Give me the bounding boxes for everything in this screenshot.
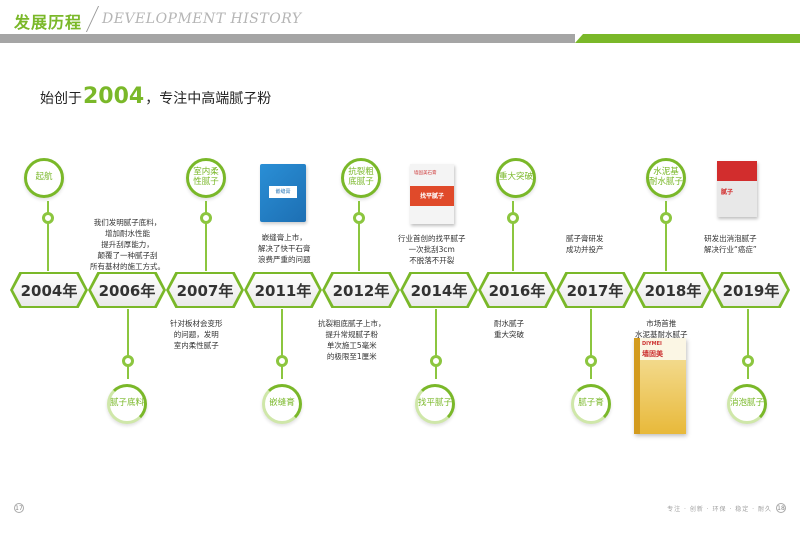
footer-tagline: 专注 · 创新 · 环保 · 稳定 · 耐久 <box>667 506 772 513</box>
milestone-desc-2006: 我们发明腻子底料，增加耐水性能提升刮厚能力，颠覆了一种腻子刮所有基材的施工方式。 <box>90 218 165 271</box>
stem-dot <box>122 355 134 367</box>
stem <box>358 201 360 271</box>
year-2016: 2016年 <box>478 272 556 308</box>
title-divider <box>85 6 100 32</box>
milestone-label: 重大突破 <box>499 172 534 183</box>
header-bar-green <box>575 34 800 43</box>
milestone-label: 找平腻子 <box>418 398 453 409</box>
milestone-circle-2016: 重大突破 <box>496 158 536 198</box>
product-label: 找平腻子 <box>420 193 445 200</box>
product-label: 墙固美 <box>642 350 663 358</box>
header-bar-grey <box>0 34 575 43</box>
slogan-suffix: ，专注中高端腻子粉 <box>145 91 272 107</box>
year-2006: 2006年 <box>88 272 166 308</box>
milestone-label: 起航 <box>35 172 53 183</box>
section-title: 发展历程 <box>14 13 83 32</box>
milestone-circle-2011: 嵌缝膏 <box>262 384 302 424</box>
stem <box>127 309 129 379</box>
product-label: 嵌缝膏 <box>269 186 297 198</box>
stem <box>205 201 207 271</box>
year-2017: 2017年 <box>556 272 634 308</box>
year-2004: 2004年 <box>10 272 88 308</box>
stem-dot <box>276 355 288 367</box>
year-2011: 2011年 <box>244 272 322 308</box>
product-top <box>640 338 686 360</box>
year-2018: 2018年 <box>634 272 712 308</box>
stem-dot <box>742 355 754 367</box>
stem <box>665 201 667 271</box>
stem-dot <box>353 212 365 224</box>
milestone-label: 室内柔性腻子 <box>193 167 219 187</box>
milestone-desc-2012: 抗裂粗底腻子上市，提升常规腻子粉单次施工5毫米的极限至1厘米 <box>318 319 386 361</box>
milestone-circle-2018: 水泥基耐水腻子 <box>646 158 686 198</box>
product-2011-image: 嵌缝膏 <box>260 164 306 222</box>
stem <box>281 309 283 379</box>
milestone-circle-2004: 起航 <box>24 158 64 198</box>
section-subtitle: DEVELOPMENT HISTORY <box>102 11 302 27</box>
milestone-desc-2017: 腻子膏研发成功并投产 <box>566 234 604 254</box>
stem-dot <box>200 212 212 224</box>
milestone-circle-2012: 抗裂粗底腻子 <box>341 158 381 198</box>
stem-dot <box>585 355 597 367</box>
page-number-left: 17 <box>14 503 24 513</box>
milestone-circle-2006: 腻子底料 <box>107 384 147 424</box>
product-band <box>410 186 454 206</box>
milestone-circle-2014: 找平腻子 <box>415 384 455 424</box>
milestone-label: 水泥基耐水腻子 <box>649 167 684 187</box>
stem <box>590 309 592 379</box>
milestone-label: 腻子膏 <box>578 398 604 409</box>
stem-dot <box>660 212 672 224</box>
slogan-year: 2004 <box>83 84 145 109</box>
milestone-desc-2016: 耐水腻子重大突破 <box>494 319 524 339</box>
milestone-label: 腻子底料 <box>110 398 145 409</box>
stem <box>747 309 749 379</box>
product-2014-image: 墙固美石膏找平腻子 <box>410 164 454 224</box>
milestone-label: 消泡腻子 <box>730 398 765 409</box>
stem <box>47 201 49 271</box>
milestone-label: 抗裂粗底腻子 <box>348 167 374 187</box>
slogan-prefix: 始创于 <box>40 91 82 107</box>
year-2012: 2012年 <box>322 272 400 308</box>
product-label: 墙固美石膏 <box>414 171 437 176</box>
year-2019: 2019年 <box>712 272 790 308</box>
year-2007: 2007年 <box>166 272 244 308</box>
milestone-desc-2007: 针对板材会变形的问题，发明室内柔性腻子 <box>170 319 223 350</box>
product-label: 腻子 <box>721 189 734 196</box>
product-2018-image: DIYMEI 墙固美 <box>634 338 686 434</box>
milestone-circle-2019: 消泡腻子 <box>727 384 767 424</box>
milestone-circle-2017: 腻子膏 <box>571 384 611 424</box>
year-2014: 2014年 <box>400 272 478 308</box>
product-2019-image: 腻子 <box>717 161 757 217</box>
product-band <box>717 161 757 181</box>
stem <box>512 201 514 271</box>
milestone-desc-2018: 市场首推水泥基耐水腻子 <box>635 319 688 339</box>
year-timeline: 2004年 2006年 2007年 2011年 2012年 2014年 2016… <box>10 272 790 308</box>
milestone-desc-2019: 研发出消泡腻子解决行业“癌症” <box>704 234 757 254</box>
milestone-circle-2007: 室内柔性腻子 <box>186 158 226 198</box>
milestone-desc-2011: 嵌缝膏上市，解决了快干石膏浪费严重的问题 <box>258 233 311 264</box>
milestone-label: 嵌缝膏 <box>269 398 295 409</box>
stem-dot <box>507 212 519 224</box>
page-number-right: 18 <box>776 503 786 513</box>
product-label: DIYMEI <box>642 341 662 347</box>
slogan: 始创于 2004 ，专注中高端腻子粉 <box>40 84 271 109</box>
stem-dot <box>42 212 54 224</box>
stem-dot <box>430 355 442 367</box>
stem <box>435 309 437 379</box>
